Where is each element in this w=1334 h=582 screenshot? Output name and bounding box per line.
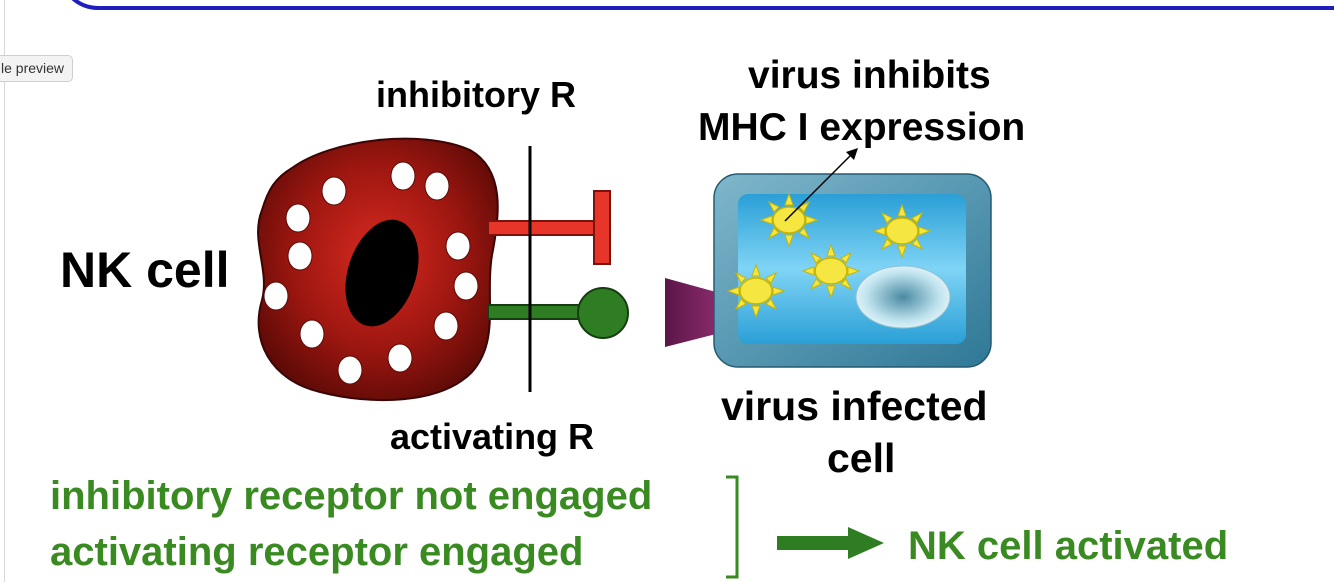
virus-icons [726, 192, 932, 319]
inhibitory-receptor-icon [487, 190, 611, 265]
virus-inhibits-label-line2: MHC I expression [698, 106, 1026, 149]
right-arrow-icon [777, 527, 884, 559]
right-bracket-icon [726, 475, 739, 579]
page-left-edge [4, 0, 5, 582]
infected-cell-label-line1: virus infected [721, 383, 988, 429]
virus-icon [801, 243, 861, 299]
inhibitory-receptor-label: inhibitory R [376, 74, 576, 115]
summary-line-activating: activating receptor engaged [50, 530, 584, 574]
nk-granules [263, 161, 479, 385]
virus-icon [759, 192, 819, 248]
virus-icon [872, 203, 932, 259]
virus-icon [726, 263, 786, 319]
preview-tooltip: le preview [0, 55, 74, 82]
annotation-arrow-icon [784, 148, 858, 222]
activating-receptor-icon [487, 287, 629, 339]
activating-ligand-icon [665, 278, 716, 347]
nk-cell-label: NK cell [60, 242, 230, 298]
virus-inhibits-label-line1: virus inhibits [748, 54, 991, 97]
infected-cell-nucleus [855, 265, 951, 329]
infected-cell-label-line2: cell [827, 435, 896, 481]
summary-line-inhibitory: inhibitory receptor not engaged [50, 474, 653, 518]
nk-nucleus [345, 219, 419, 327]
activating-receptor-label: activating R [390, 416, 595, 457]
summary-result: NK cell activated [908, 524, 1229, 568]
